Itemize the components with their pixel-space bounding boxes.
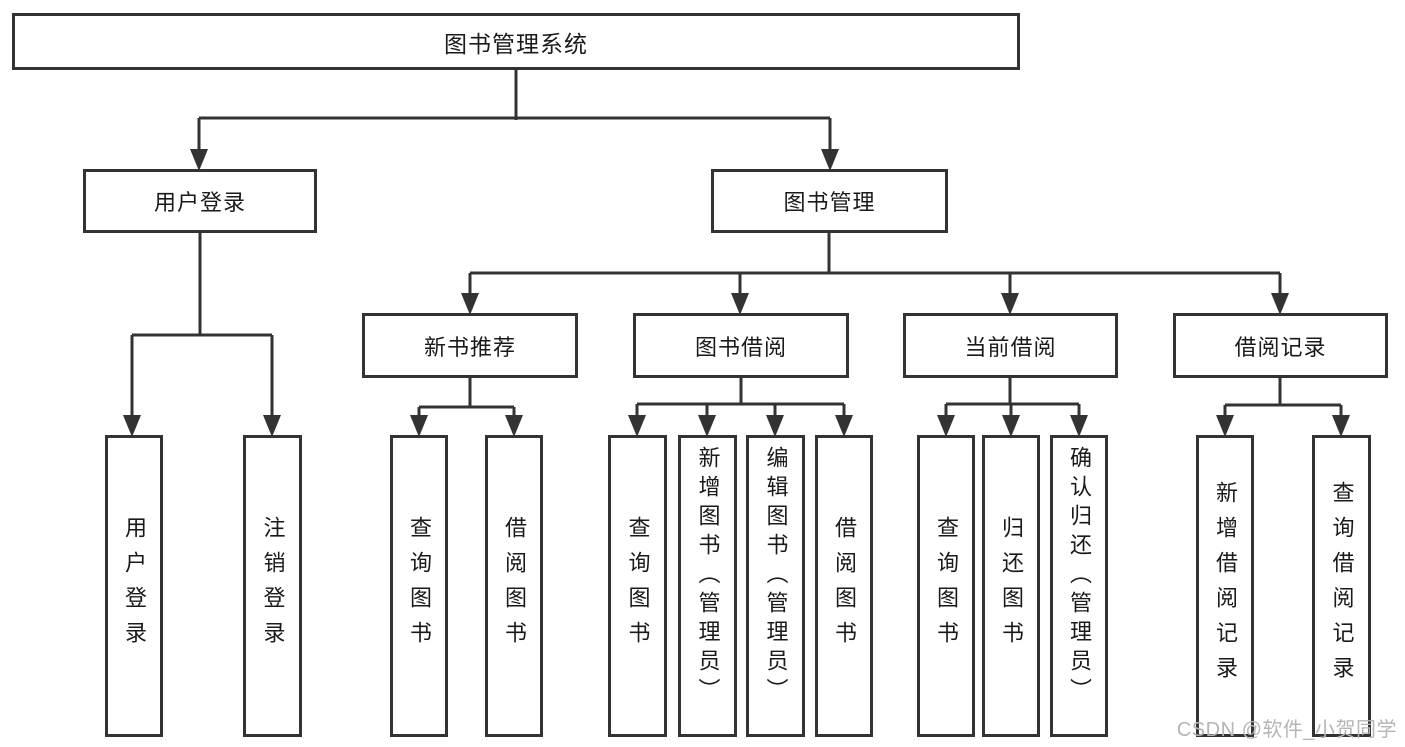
leaf-user-login: 用户登录	[105, 435, 163, 737]
node-borrowing-records: 借阅记录	[1173, 313, 1388, 378]
leaf-query-books-recommend-label: 查询图书	[407, 516, 432, 656]
leaf-query-borrow-record: 查询借阅记录	[1312, 435, 1371, 737]
leaf-logout: 注销登录	[243, 435, 302, 737]
leaf-user-login-label: 用户登录	[122, 516, 147, 656]
leaf-borrow-books-recommend-label: 借阅图书	[502, 516, 527, 656]
node-book-management-label: 图书管理	[783, 190, 876, 215]
leaf-query-books-recommend: 查询图书	[390, 435, 448, 737]
leaf-query-books-current: 查询图书	[917, 435, 975, 737]
leaf-add-borrow-record: 新增借阅记录	[1196, 435, 1254, 737]
leaf-return-books-label: 归还图书	[999, 516, 1024, 656]
node-new-book-recommend: 新书推荐	[362, 313, 578, 378]
leaf-edit-book-admin: 编辑图书（管理员）	[746, 435, 805, 737]
leaf-borrow-books-borrowing: 借阅图书	[815, 435, 873, 737]
watermark: CSDN @软件_小贺同学	[1176, 719, 1397, 741]
leaf-add-book-admin-label: 新增图书（管理员）	[695, 446, 721, 707]
node-new-book-recommend-label: 新书推荐	[423, 334, 516, 360]
leaf-query-books-current-label: 查询图书	[934, 516, 959, 656]
leaf-return-books: 归还图书	[982, 435, 1040, 737]
node-user-login: 用户登录	[83, 169, 317, 233]
node-library-system-label: 图书管理系统	[444, 30, 588, 57]
leaf-confirm-return-admin-label: 确认归还（管理员）	[1067, 446, 1092, 707]
node-book-borrowing-label: 图书借阅	[694, 334, 787, 360]
node-user-login-label: 用户登录	[153, 190, 246, 215]
node-book-borrowing: 图书借阅	[633, 313, 849, 378]
node-borrowing-records-label: 借阅记录	[1234, 334, 1327, 360]
leaf-borrow-books-recommend: 借阅图书	[485, 435, 543, 737]
leaf-edit-book-admin-label: 编辑图书（管理员）	[763, 446, 789, 707]
node-library-system: 图书管理系统	[12, 13, 1020, 70]
leaf-add-borrow-record-label: 新增借阅记录	[1213, 481, 1238, 691]
leaf-confirm-return-admin: 确认归还（管理员）	[1050, 435, 1108, 737]
leaf-query-books-borrowing: 查询图书	[608, 435, 667, 737]
leaf-borrow-books-borrowing-label: 借阅图书	[832, 516, 857, 656]
leaf-add-book-admin: 新增图书（管理员）	[678, 435, 737, 737]
leaf-query-books-borrowing-label: 查询图书	[625, 516, 651, 656]
leaf-query-borrow-record-label: 查询借阅记录	[1329, 481, 1355, 691]
node-current-borrowing: 当前借阅	[903, 313, 1118, 378]
node-book-management: 图书管理	[711, 169, 948, 233]
leaf-logout-label: 注销登录	[260, 516, 286, 656]
arrow-heads	[123, 149, 1350, 437]
node-current-borrowing-label: 当前借阅	[964, 334, 1057, 360]
